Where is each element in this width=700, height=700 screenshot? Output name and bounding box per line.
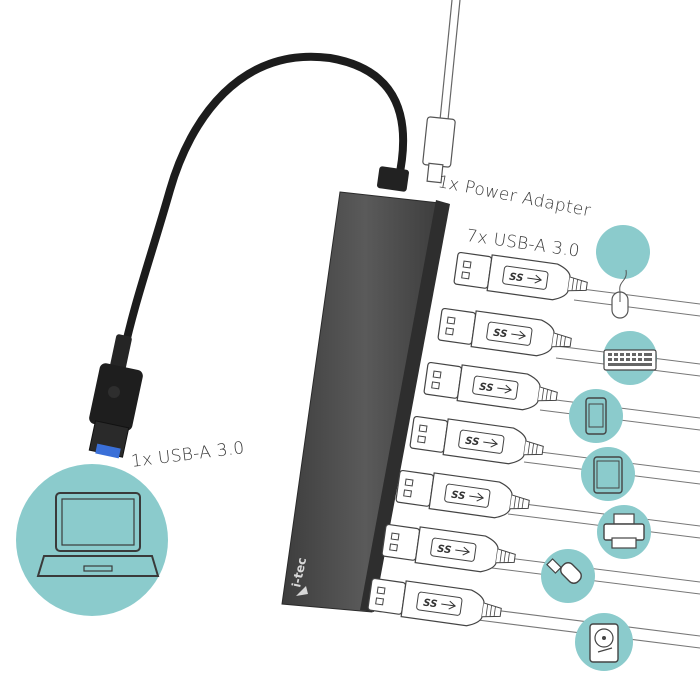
mouse-icon [596, 225, 650, 319]
usb-cable [88, 52, 409, 459]
hard-drive-icon [575, 613, 633, 671]
usb-stick-icon [541, 549, 595, 603]
tablet-icon [581, 447, 635, 501]
power-adapter-cable [422, 0, 461, 184]
laptop-icon [16, 464, 168, 616]
keyboard-icon [603, 331, 657, 385]
printer-icon [597, 505, 651, 559]
brand-logo: i-tec [289, 556, 309, 588]
phone-icon [569, 389, 623, 443]
usb-hub: i-tec [281, 191, 450, 613]
